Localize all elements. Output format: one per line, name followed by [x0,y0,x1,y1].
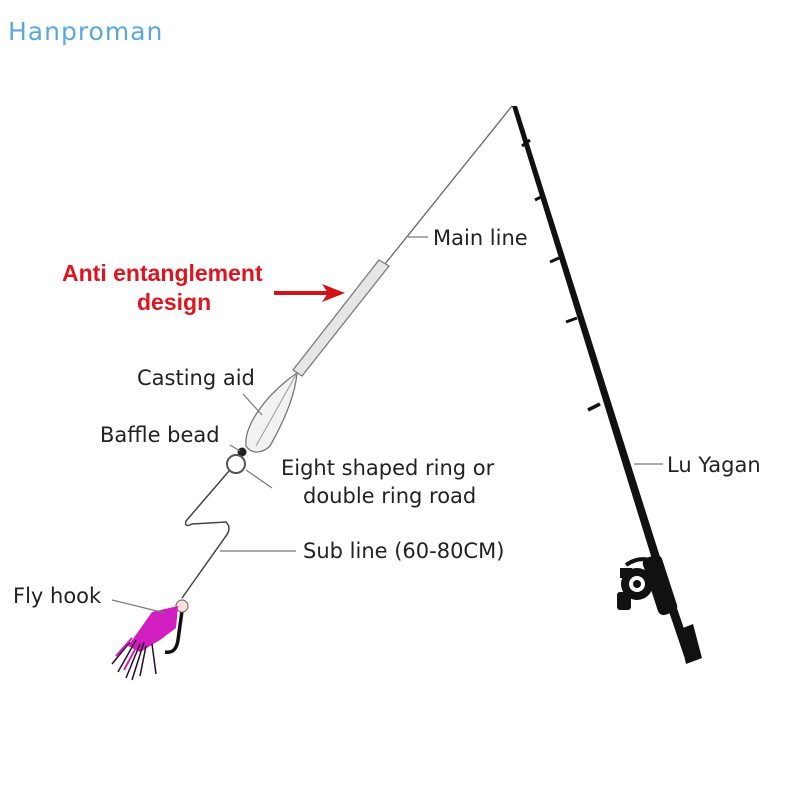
rod-guide [534,194,544,202]
brand-logo: Hanproman [8,17,163,46]
rod-guide [587,402,601,412]
highlight-arrow [274,284,345,302]
anti-entanglement-label-line2: design [137,289,211,315]
lure-feathers [111,639,157,681]
ring-label-line1: Eight shaped ring or [281,456,495,480]
fishing-rod [512,106,702,664]
main-line-label: Main line [433,226,528,250]
baffle-bead [237,447,247,457]
rod-guide [521,138,531,148]
rod-label: Lu Yagan [667,453,761,477]
anti-entanglement-label-line1: Anti entanglement [62,260,263,286]
baffle-bead-leader [229,444,241,452]
sub-line [181,470,230,599]
sub-line-label: Sub line (60-80CM) [303,539,504,563]
lure-body [128,606,178,652]
casting-aid-float [245,371,298,453]
ring-leader [245,469,273,489]
fly-hook-label: Fly hook [13,584,102,608]
fly-hook [111,599,189,681]
baffle-bead-label: Baffle bead [100,423,220,447]
eight-shaped-ring [226,454,246,474]
rod-guide [565,316,578,324]
fly-hook-leader [111,599,166,614]
reel [617,554,678,616]
main-line [384,105,513,265]
ring-label-line2: double ring road [303,484,476,508]
casting-aid-leader [242,393,263,416]
anti-tangle-tube [292,259,390,377]
casting-aid-label: Casting aid [137,366,255,390]
rod-guide [549,256,560,264]
